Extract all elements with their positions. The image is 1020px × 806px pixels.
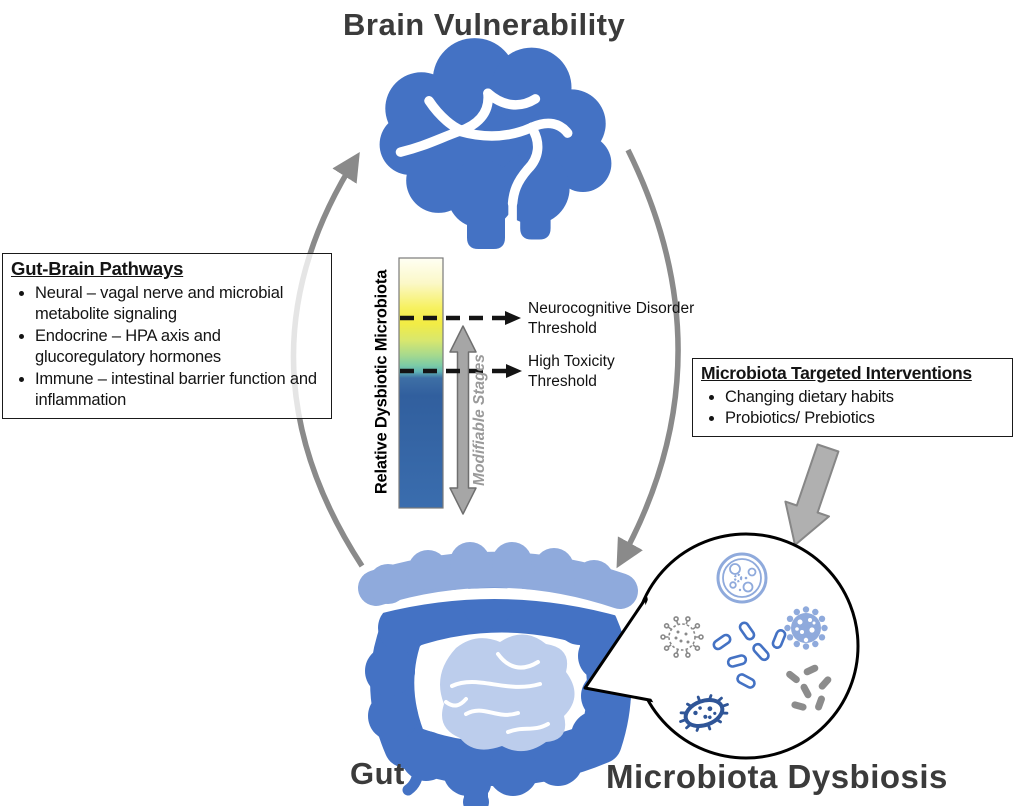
dysbiosis-scale-bar [398,257,444,509]
gut-label: Gut [350,756,405,791]
neurocognitive-threshold-line [400,311,521,325]
rectum [461,769,491,806]
scale-axis-label: Relative Dysbiotic Microbiota [372,269,391,495]
interventions-box-title: Microbiota Targeted Interventions [701,363,972,383]
blue-virus-icon [784,606,828,650]
bullet-item: Neural – vagal nerve and microbial metab… [35,283,323,326]
high-toxicity-threshold-line [400,364,522,378]
dysbiosis-circle [583,532,860,760]
gut-icon [358,542,638,806]
interventions-bullet-list: Changing dietary habitsProbiotics/ Prebi… [701,387,1004,430]
small-intestine [440,634,575,752]
modifiable-stages-arrow [449,325,477,515]
spiky-bacterium-icon [679,694,729,732]
neurocognitive-threshold-label: Neurocognitive Disorder Threshold [528,300,695,337]
transverse-colon-band [358,542,638,618]
bullet-item: Changing dietary habits [725,387,1004,408]
gut-brain-pathways-box: Gut-Brain Pathways Neural – vagal nerve … [2,253,332,419]
gray-virus-icon [660,616,704,658]
pathways-bullet-list: Neural – vagal nerve and microbial metab… [11,283,323,412]
pathways-box-title: Gut-Brain Pathways [11,258,184,279]
modifiable-stages-label: Modifiable Stages [471,354,488,486]
high-toxicity-threshold-label: High Toxicity Threshold [528,353,615,390]
diagram-title: Brain Vulnerability [343,7,626,42]
bullet-item: Endocrine – HPA axis and glucoregulatory… [35,326,323,369]
rod-bacteria-icons [712,621,787,689]
bullet-item: Probiotics/ Prebiotics [725,408,1004,429]
intervention-block-arrow [784,443,840,546]
microbiota-dysbiosis-label: Microbiota Dysbiosis [606,758,948,795]
gray-bacteria-icons [786,664,832,711]
petri-dish-icon [716,552,768,604]
interventions-box: Microbiota Targeted Interventions Changi… [692,358,1013,437]
brain-icon [379,38,612,256]
brain-to-gut-arrow [616,148,681,569]
bullet-item: Immune – intestinal barrier function and… [35,369,323,412]
